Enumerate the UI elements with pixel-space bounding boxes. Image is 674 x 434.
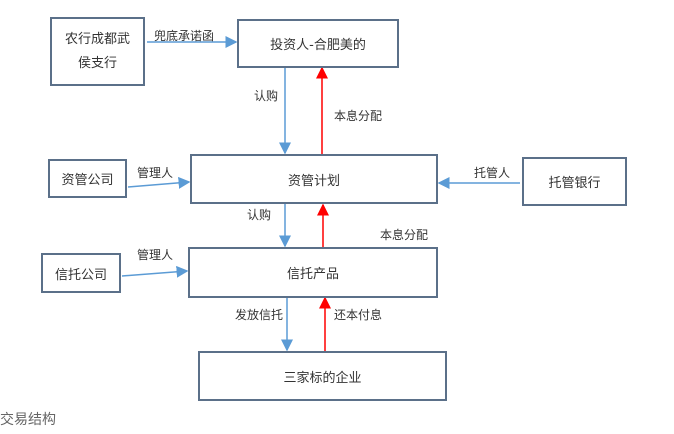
node-trust-product: 信托产品	[188, 247, 438, 298]
label-guarantee: 兜底承诺函	[154, 29, 215, 43]
node-asset-mgmt-plan: 资管计划	[190, 154, 438, 204]
label-distribution-1: 本息分配	[334, 109, 383, 123]
label-issue-trust: 发放信托	[235, 308, 284, 322]
label-subscribe-1: 认购	[254, 89, 279, 103]
label-distribution-2: 本息分配	[380, 228, 429, 242]
label-repay: 还本付息	[334, 308, 383, 322]
label-subscribe-2: 认购	[247, 208, 272, 222]
node-investor-label: 投资人-合肥美的	[270, 38, 366, 53]
node-target-companies-label: 三家标的企业	[283, 370, 362, 386]
node-bank-label: 农行成都武侯支行	[64, 31, 130, 71]
arrow-manager-2	[121, 265, 189, 278]
label-manager-1: 管理人	[137, 166, 174, 180]
node-asset-mgmt-company-label: 资管公司	[61, 173, 114, 188]
node-custodian-bank-label: 托管银行	[548, 176, 601, 191]
node-asset-mgmt-plan-label: 资管计划	[287, 173, 340, 189]
node-investor: 投资人-合肥美的	[237, 19, 399, 68]
arrow-manager-1	[127, 176, 191, 189]
node-asset-mgmt-company: 资管公司	[48, 159, 127, 198]
diagram-caption: 交易结构	[0, 412, 56, 428]
node-target-companies: 三家标的企业	[198, 351, 447, 401]
label-custodian: 托管人	[474, 166, 511, 180]
node-trust-company: 信托公司	[41, 253, 121, 293]
node-bank: 农行成都武侯支行	[50, 17, 145, 86]
label-manager-2: 管理人	[137, 248, 174, 262]
node-trust-product-label: 信托产品	[286, 267, 339, 282]
node-custodian-bank: 托管银行	[522, 157, 627, 206]
node-trust-company-label: 信托公司	[54, 267, 107, 283]
